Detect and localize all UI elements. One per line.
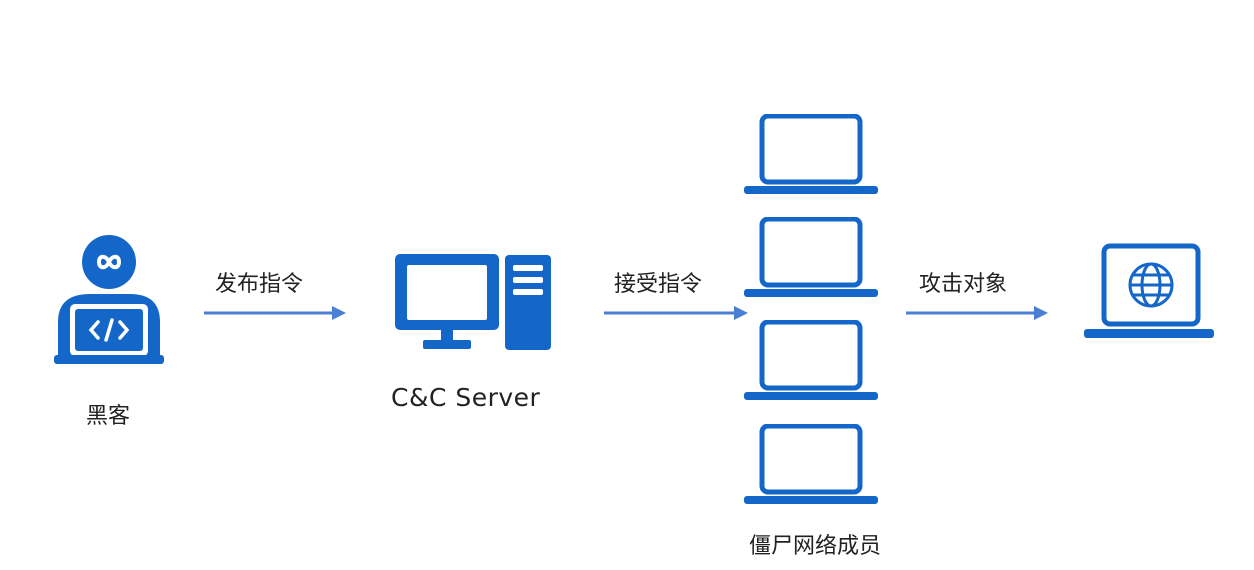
globe-icon bbox=[1128, 262, 1174, 308]
laptop-icon bbox=[744, 423, 878, 504]
target-node bbox=[1084, 243, 1214, 341]
botnet-laptop-2 bbox=[744, 216, 878, 299]
hacker-icon bbox=[54, 235, 164, 364]
server-computer-icon bbox=[395, 254, 551, 350]
laptop-icon bbox=[744, 216, 878, 297]
edge-label-receive-command: 接受指令 bbox=[614, 272, 703, 297]
botnet-laptop-1 bbox=[744, 113, 878, 196]
hacker-node bbox=[50, 232, 170, 372]
arrow-hacker-to-server bbox=[204, 306, 346, 320]
laptop-icon bbox=[744, 319, 878, 400]
edge-label-issue-command: 发布指令 bbox=[215, 272, 304, 297]
laptop-globe-icon bbox=[1084, 243, 1214, 338]
server-label: C&C Server bbox=[391, 383, 541, 412]
arrow-server-to-botnet bbox=[604, 306, 748, 320]
botnet-label: 僵尸网络成员 bbox=[749, 534, 882, 559]
laptop-icon bbox=[744, 113, 878, 194]
server-node bbox=[395, 254, 555, 354]
botnet-laptop-4 bbox=[744, 423, 878, 506]
arrow-botnet-to-target bbox=[906, 306, 1048, 320]
edge-label-attack-target: 攻击对象 bbox=[919, 272, 1008, 297]
hacker-label: 黑客 bbox=[86, 404, 131, 429]
botnet-laptop-3 bbox=[744, 319, 878, 402]
